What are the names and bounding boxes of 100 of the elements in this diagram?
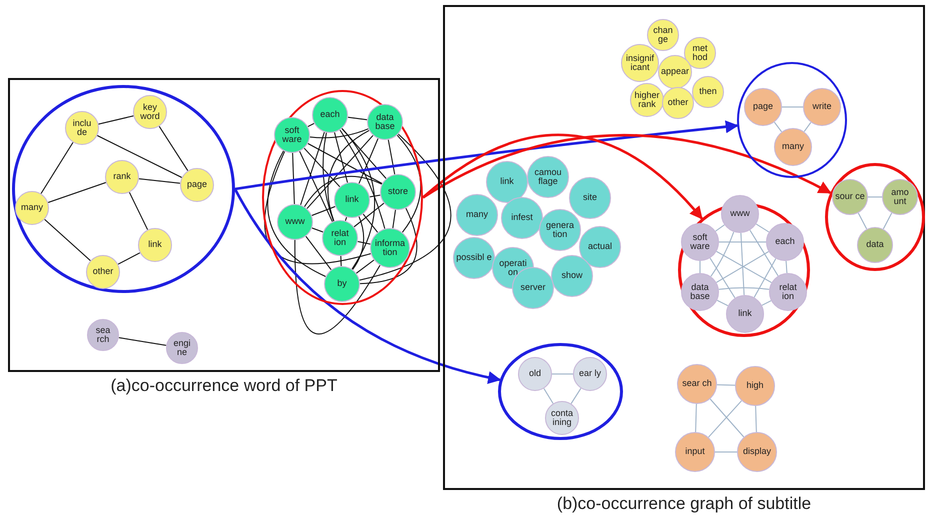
co-occurrence-line xyxy=(48,182,106,203)
co-occurrence-line xyxy=(710,231,734,277)
word-node: amo unt xyxy=(882,179,918,215)
word-node: www xyxy=(721,195,759,233)
word-node: data xyxy=(857,227,893,263)
cluster-ellipse xyxy=(498,343,623,440)
cluster-ellipse xyxy=(825,163,925,271)
co-occurrence-line xyxy=(695,404,697,432)
arrow xyxy=(422,134,832,199)
co-occurrence-line xyxy=(782,106,804,108)
co-occurrence-line xyxy=(362,214,378,233)
co-occurrence-line xyxy=(882,212,892,230)
word-node: store xyxy=(380,174,416,210)
co-occurrence-line xyxy=(299,150,333,222)
co-occurrence-line xyxy=(118,337,167,346)
co-occurrence-line xyxy=(300,132,325,206)
co-occurrence-line xyxy=(40,142,74,194)
co-occurrence-line xyxy=(322,132,334,222)
co-occurrence-line xyxy=(294,240,380,334)
co-occurrence-line xyxy=(360,208,418,284)
word-node: chan ge xyxy=(647,19,679,51)
word-node: show xyxy=(551,255,593,297)
word-node: insignif icant xyxy=(621,44,659,82)
word-node: then xyxy=(692,76,724,108)
co-occurrence-line xyxy=(543,388,554,404)
co-occurrence-line xyxy=(388,139,396,175)
word-node: inclu de xyxy=(65,111,99,145)
word-node: soft ware xyxy=(274,117,310,153)
word-node: relat ion xyxy=(322,220,358,256)
co-occurrence-line xyxy=(327,130,370,222)
word-node: high xyxy=(735,366,775,406)
co-occurrence-line xyxy=(306,134,374,210)
word-node: data base xyxy=(681,273,719,311)
co-occurrence-line xyxy=(340,256,342,266)
word-node: link xyxy=(334,182,370,218)
co-occurrence-line xyxy=(344,216,348,222)
co-occurrence-line xyxy=(369,194,381,198)
co-occurrence-line xyxy=(96,135,182,178)
co-occurrence-line xyxy=(774,122,782,132)
co-occurrence-line xyxy=(392,209,396,229)
word-node: key word xyxy=(133,95,167,129)
co-occurrence-line xyxy=(710,258,736,298)
word-node: higher rank xyxy=(630,83,664,117)
co-occurrence-line xyxy=(334,132,348,184)
word-node: by xyxy=(324,266,360,302)
panel-caption: (a)co-occurrence word of PPT xyxy=(110,376,338,396)
co-occurrence-line xyxy=(341,128,387,179)
co-occurrence-line xyxy=(716,300,728,306)
arrow xyxy=(234,188,502,384)
co-occurrence-line xyxy=(804,122,812,132)
co-occurrence-line xyxy=(357,241,371,245)
word-node: other xyxy=(86,255,120,289)
word-node: page xyxy=(180,168,214,202)
co-occurrence-line xyxy=(858,212,868,230)
word-node: informa tion xyxy=(370,228,410,268)
arrow xyxy=(234,120,739,190)
co-occurrence-line xyxy=(307,143,383,184)
word-node: other xyxy=(662,87,694,119)
co-occurrence-line xyxy=(98,115,134,125)
co-occurrence-line xyxy=(118,252,140,265)
co-occurrence-line xyxy=(359,134,452,281)
word-node: site xyxy=(569,177,611,219)
word-node: infest xyxy=(501,197,543,239)
co-occurrence-line xyxy=(304,148,340,188)
co-occurrence-line xyxy=(715,224,725,232)
co-occurrence-line xyxy=(358,138,378,184)
word-node: actual xyxy=(579,226,621,268)
word-node: display xyxy=(737,432,777,472)
word-node: soft ware xyxy=(681,223,719,261)
co-occurrence-line xyxy=(44,218,91,262)
word-node: write xyxy=(803,88,841,126)
word-node: met hod xyxy=(684,37,716,69)
word-node: each xyxy=(766,223,804,261)
word-node: many xyxy=(774,128,812,166)
co-occurrence-line xyxy=(756,224,770,232)
co-occurrence-line xyxy=(740,232,745,296)
word-node: sea rch xyxy=(87,319,119,351)
word-node: each xyxy=(312,97,348,133)
word-node: sour ce xyxy=(832,179,868,215)
co-occurrence-line xyxy=(718,287,770,290)
co-occurrence-line xyxy=(305,236,332,270)
cluster-ellipse xyxy=(737,62,847,178)
co-occurrence-line xyxy=(356,260,374,274)
co-occurrence-line xyxy=(304,176,382,208)
word-node: ear ly xyxy=(573,357,607,391)
co-occurrence-line xyxy=(750,230,778,276)
co-occurrence-line xyxy=(311,206,336,216)
co-occurrence-line xyxy=(292,152,295,204)
word-node: www xyxy=(277,204,313,240)
word-node: input xyxy=(675,432,715,472)
word-node: possibl e xyxy=(453,237,495,279)
word-node: page xyxy=(744,88,782,126)
word-node: link xyxy=(726,295,764,333)
co-occurrence-line xyxy=(267,150,326,277)
cluster-ellipse xyxy=(12,85,235,293)
word-node: many xyxy=(456,194,498,236)
arrow xyxy=(422,134,703,220)
word-node: relat ion xyxy=(769,273,807,311)
co-occurrence-line xyxy=(340,130,386,230)
co-occurrence-line xyxy=(761,300,772,306)
